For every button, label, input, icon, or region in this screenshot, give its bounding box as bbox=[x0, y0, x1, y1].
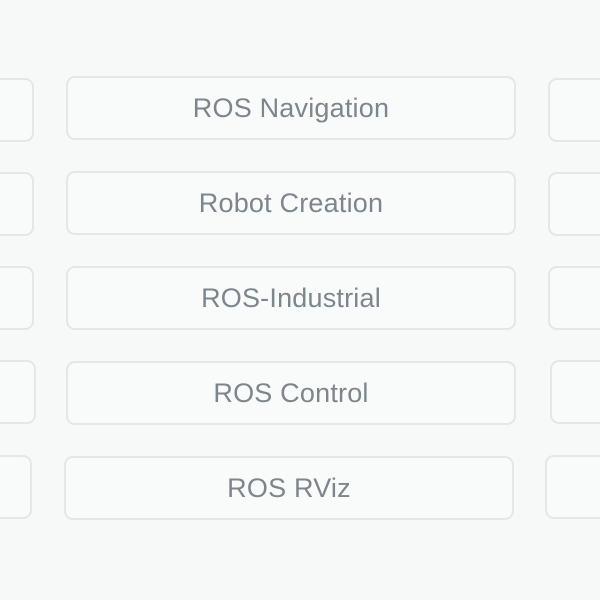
menu-item-ros-rviz[interactable]: ROS RViz bbox=[64, 456, 514, 520]
menu-item-label: ROS Control bbox=[213, 377, 369, 408]
left-tile-partial[interactable] bbox=[0, 266, 34, 330]
left-tile-partial[interactable] bbox=[0, 78, 34, 142]
menu-item-label: ROS Navigation bbox=[192, 92, 390, 123]
menu-item-robot-creation[interactable]: Robot Creation bbox=[66, 171, 516, 235]
right-tile-partial[interactable] bbox=[550, 360, 600, 424]
left-tile-partial[interactable] bbox=[0, 360, 36, 424]
menu-item-ros-industrial[interactable]: ROS-Industrial bbox=[66, 266, 516, 330]
menu-item-ros-navigation[interactable]: ROS Navigation bbox=[66, 76, 516, 140]
menu-item-ros-control[interactable]: ROS Control bbox=[66, 361, 516, 425]
menu-item-label: ROS RViz bbox=[227, 472, 351, 503]
menu-item-label: ROS-Industrial bbox=[201, 282, 381, 313]
right-tile-partial[interactable] bbox=[548, 266, 600, 330]
right-tile-partial[interactable] bbox=[548, 172, 600, 236]
menu-item-label: Robot Creation bbox=[198, 187, 384, 218]
left-tile-partial[interactable] bbox=[0, 455, 32, 519]
right-tile-partial[interactable] bbox=[548, 78, 600, 142]
left-tile-partial[interactable] bbox=[0, 172, 34, 236]
right-tile-partial[interactable] bbox=[545, 455, 600, 519]
